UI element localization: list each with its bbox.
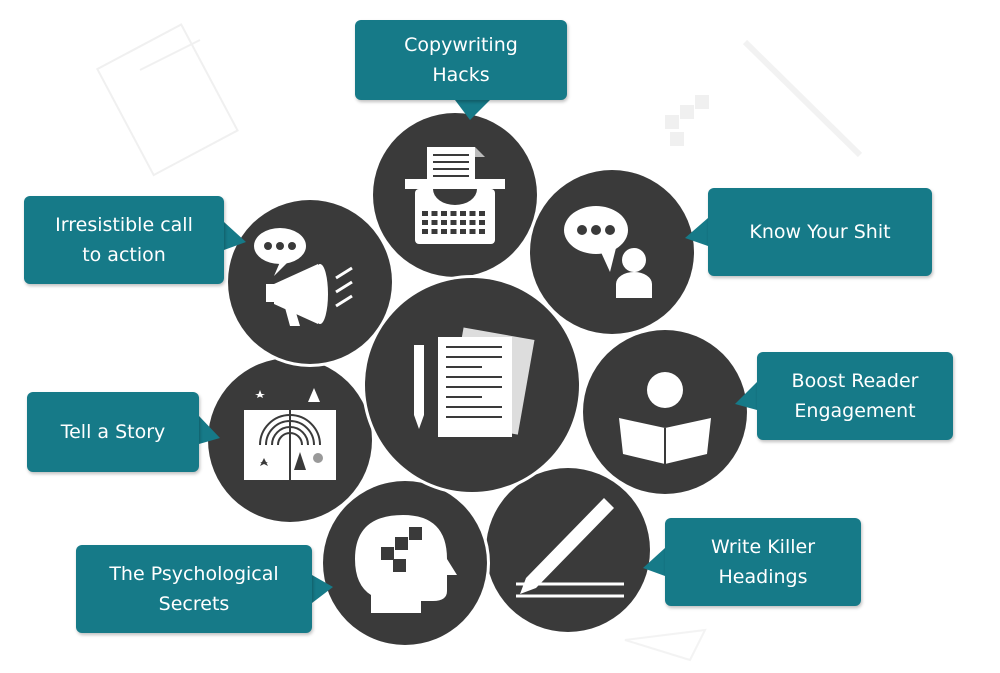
typewriter-icon — [405, 147, 505, 244]
center-circle — [362, 275, 582, 495]
circle-tell-a-story — [205, 355, 375, 525]
callout-psychological-secrets: The Psychological Secrets — [76, 545, 312, 633]
faint-plane-icon — [624, 628, 707, 662]
pen-icon — [516, 498, 624, 598]
circle-call-to-action — [225, 197, 395, 367]
head-puzzle-icon — [355, 515, 457, 613]
storybook-icon — [244, 388, 336, 480]
circle-boost-reader-engagement — [580, 327, 750, 497]
callout-tell-a-story: Tell a Story — [27, 392, 199, 472]
callout-label: The Psychological Secrets — [109, 562, 279, 615]
megaphone-icon — [254, 228, 353, 326]
callout-tail — [685, 218, 708, 246]
callout-label: Know Your Shit — [749, 220, 891, 243]
circle-know-your-shit — [527, 167, 697, 337]
callout-boost-reader-engagement: Boost Reader Engagement — [757, 352, 953, 440]
callout-label: Copywriting Hacks — [404, 33, 518, 86]
callout-tail — [312, 575, 333, 603]
faint-paper-icon — [95, 23, 239, 177]
callout-copywriting-hacks: Copywriting Hacks — [355, 20, 567, 100]
documents-pencil-icon — [414, 327, 535, 437]
circle-write-killer-headings — [483, 465, 653, 635]
callout-tail — [199, 416, 220, 444]
circle-psychological-secrets — [320, 478, 490, 648]
reader-icon — [619, 372, 711, 464]
faint-puzzle-icon — [665, 95, 709, 146]
circle-copywriting-hacks — [370, 110, 540, 280]
callout-label: Write Killer Headings — [711, 535, 815, 588]
callout-call-to-action: Irresistible call to action — [24, 196, 224, 284]
callout-label: Boost Reader Engagement — [791, 369, 919, 422]
callout-know-your-shit: Know Your Shit — [708, 188, 932, 276]
callout-write-killer-headings: Write Killer Headings — [665, 518, 861, 606]
faint-pen-icon — [742, 39, 863, 158]
callout-tail — [224, 222, 246, 250]
callout-tail — [735, 382, 757, 410]
callout-tail — [643, 548, 665, 576]
callout-label: Tell a Story — [60, 420, 166, 443]
callout-label: Irresistible call to action — [55, 213, 193, 266]
callout-tail — [455, 100, 490, 120]
speech-person-icon — [564, 206, 652, 298]
